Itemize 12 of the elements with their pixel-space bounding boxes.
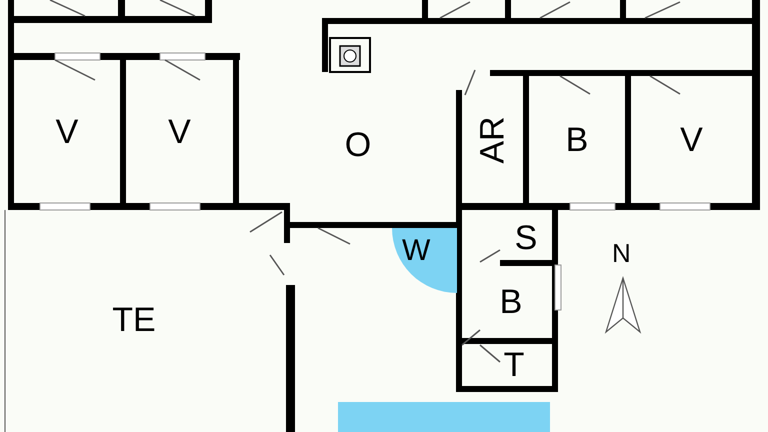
room: AR bbox=[462, 76, 523, 203]
room: B bbox=[529, 76, 625, 203]
compass-label: N bbox=[612, 240, 631, 266]
room-label: W bbox=[402, 236, 430, 266]
room: S bbox=[500, 216, 552, 260]
room: T bbox=[476, 344, 552, 386]
room: V bbox=[14, 60, 120, 203]
room: B bbox=[470, 266, 552, 338]
room: TE bbox=[14, 220, 254, 420]
room: V bbox=[631, 76, 752, 203]
room: V bbox=[126, 60, 233, 203]
room: O bbox=[300, 90, 416, 200]
